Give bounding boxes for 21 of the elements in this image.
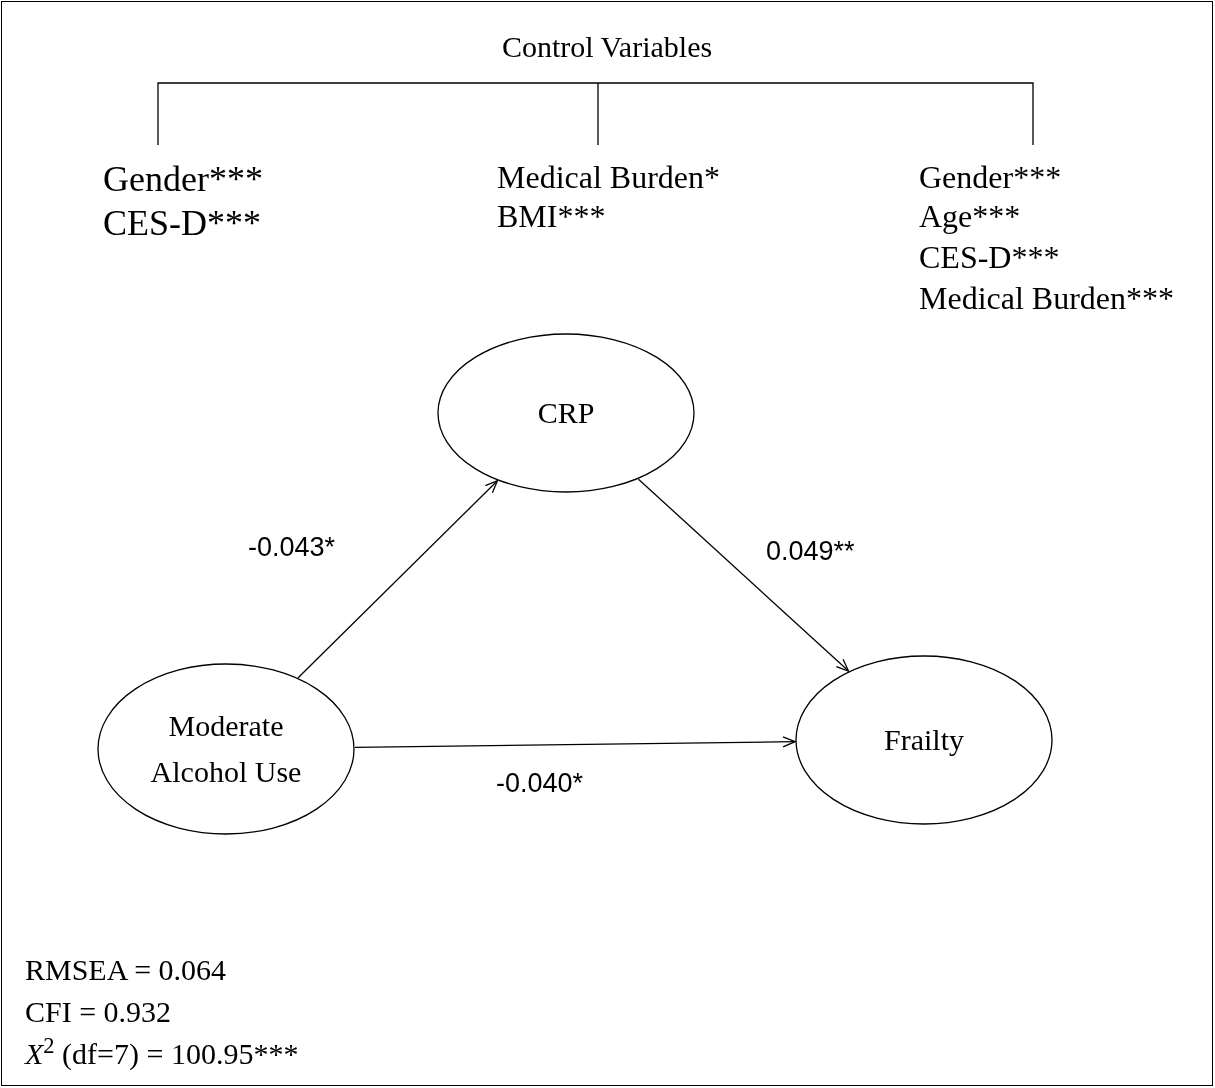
diagram-title: Control Variables — [500, 29, 714, 65]
control-variable: BMI*** — [497, 197, 606, 236]
arrow — [297, 480, 499, 679]
node-label: Moderate Alcohol Use — [149, 708, 303, 790]
control-variable: Medical Burden*** — [919, 279, 1175, 318]
node-label: CRP — [536, 395, 596, 431]
ellipse-node — [795, 655, 1053, 825]
fit-statistic: RMSEA = 0.064 — [25, 952, 227, 988]
node-label: Frailty — [883, 722, 965, 758]
control-variable: CES-D*** — [919, 238, 1060, 277]
control-variable: Age*** — [919, 197, 1021, 236]
ellipse-node — [437, 333, 695, 493]
control-variable: CES-D*** — [103, 202, 261, 245]
fit-statistic: CFI = 0.932 — [25, 994, 172, 1030]
control-variable: Medical Burden* — [497, 158, 721, 197]
arrow — [354, 736, 796, 748]
control-variable: Gender*** — [919, 158, 1062, 197]
ellipse-node — [97, 663, 355, 835]
arrow — [637, 478, 850, 672]
fit-statistic: X$^{2}$ (df=7) = 100.95*** — [25, 1036, 299, 1072]
control-variable: Gender*** — [103, 158, 263, 201]
